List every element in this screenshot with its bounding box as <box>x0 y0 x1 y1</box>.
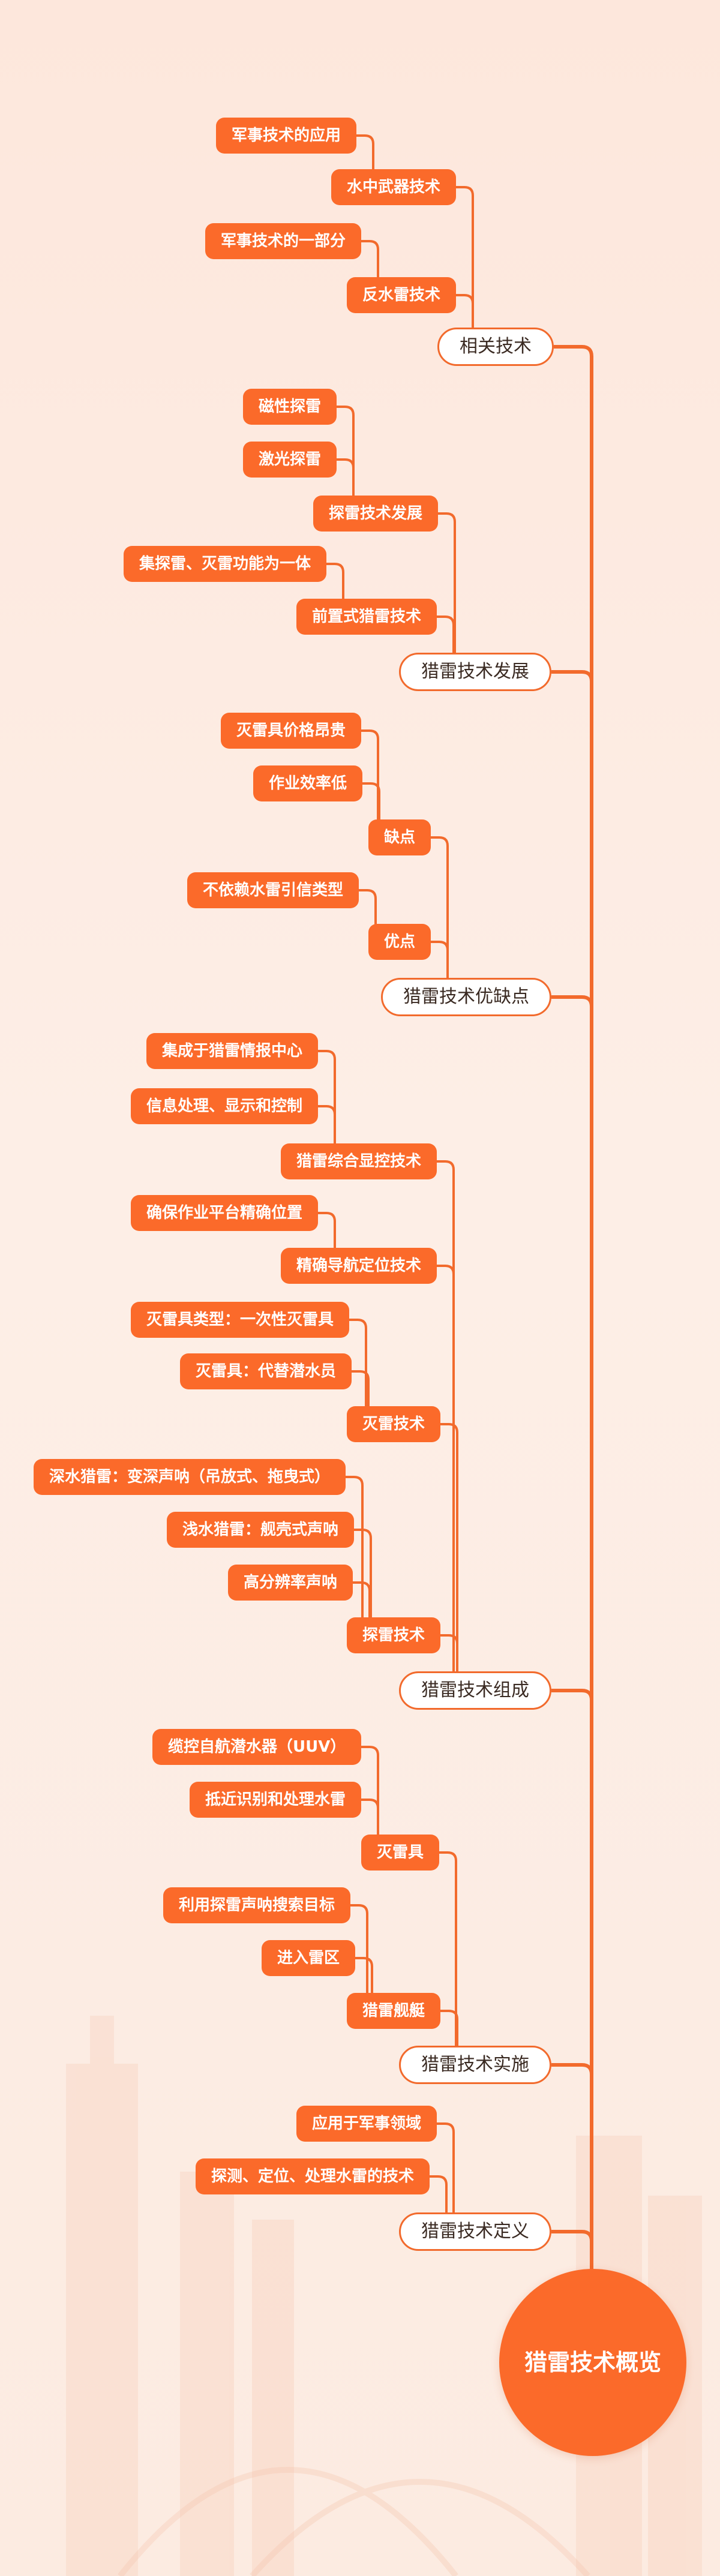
branch-composition[interactable]: 猎雷技术组成 <box>399 1671 551 1710</box>
branch-definition[interactable]: 猎雷技术定义 <box>399 2212 551 2251</box>
topic-minehunter-ship[interactable]: 猎雷舰艇 <box>347 1993 441 2029</box>
leaf-military-application[interactable]: 军事技术的应用 <box>216 118 357 154</box>
leaf-enter-minefield[interactable]: 进入雷区 <box>262 1940 356 1976</box>
connector-leaf-deep-water-sonar <box>344 1476 371 1637</box>
leaf-platform-position[interactable]: 确保作业平台精确位置 <box>131 1195 319 1231</box>
topic-detection-development[interactable]: 探雷技术发展 <box>313 496 439 532</box>
leaf-identify-dispose[interactable]: 抵近识别和处理水雷 <box>190 1782 362 1818</box>
topic-navigation[interactable]: 精确导航定位技术 <box>281 1248 437 1284</box>
topic-display-control[interactable]: 猎雷综合显控技术 <box>281 1143 437 1179</box>
leaf-military-part[interactable]: 军事技术的一部分 <box>205 223 362 259</box>
topic-anti-mine[interactable]: 反水雷技术 <box>347 277 457 313</box>
topic-disadvantages[interactable]: 缺点 <box>368 819 431 855</box>
leaf-integrated-function[interactable]: 集探雷、灭雷功能为一体 <box>124 546 327 582</box>
leaf-intel-center[interactable]: 集成于猎雷情报中心 <box>146 1033 319 1069</box>
leaf-fuse-independent[interactable]: 不依赖水雷引信类型 <box>187 872 359 908</box>
connector-branch-related-tech <box>554 345 593 2271</box>
connector-branch-definition <box>551 2230 593 2271</box>
leaf-info-processing[interactable]: 信息处理、显示和控制 <box>131 1088 319 1124</box>
leaf-deep-water-sonar[interactable]: 深水猎雷：变深声呐（吊放式、拖曳式） <box>34 1459 346 1495</box>
leaf-laser-detection[interactable]: 激光探雷 <box>243 442 337 478</box>
leaf-uuv[interactable]: 缆控自航潜水器（UUV） <box>152 1729 362 1765</box>
root-node[interactable]: 猎雷技术概览 <box>499 2269 686 2456</box>
connector-branch-development <box>551 670 593 2271</box>
branch-development[interactable]: 猎雷技术发展 <box>399 653 551 691</box>
leaf-military-field[interactable]: 应用于军事领域 <box>296 2106 437 2142</box>
leaf-sonar-search[interactable]: 利用探雷声呐搜索目标 <box>163 1887 351 1923</box>
leaf-expendable-disposal[interactable]: 灭雷具类型：一次性灭雷具 <box>131 1302 350 1338</box>
connector-topic-underwater-weapons <box>447 186 482 348</box>
branch-related-tech[interactable]: 相关技术 <box>437 328 554 366</box>
leaf-expensive[interactable]: 灭雷具价格昂贵 <box>221 713 362 749</box>
leaf-detect-locate-dispose[interactable]: 探测、定位、处理水雷的技术 <box>196 2158 430 2194</box>
leaf-low-efficiency[interactable]: 作业效率低 <box>253 765 363 801</box>
topic-underwater-weapons[interactable]: 水中武器技术 <box>331 169 457 205</box>
leaf-high-resolution-sonar[interactable]: 高分辨率声呐 <box>228 1565 353 1601</box>
branch-pros-cons[interactable]: 猎雷技术优缺点 <box>381 978 551 1016</box>
topic-advantages[interactable]: 优点 <box>368 924 431 960</box>
branch-implementation[interactable]: 猎雷技术实施 <box>399 2046 551 2084</box>
connector-branch-pros-cons <box>551 995 593 2271</box>
topic-mine-detection[interactable]: 探雷技术 <box>347 1617 441 1653</box>
connector-topic-detection-development <box>409 512 464 673</box>
leaf-magnetic-detection[interactable]: 磁性探雷 <box>243 389 337 425</box>
leaf-shallow-water-sonar[interactable]: 浅水猎雷：舰壳式声呐 <box>167 1512 355 1548</box>
topic-forward-hunting[interactable]: 前置式猎雷技术 <box>296 599 437 635</box>
leaf-replace-diver[interactable]: 灭雷具：代替潜水员 <box>180 1353 352 1389</box>
connector-branch-composition <box>551 1689 593 2271</box>
topic-mine-disposal[interactable]: 灭雷技术 <box>347 1406 441 1442</box>
connector-topic-disadvantages <box>391 836 457 998</box>
topic-disposal-vehicle[interactable]: 灭雷具 <box>361 1835 440 1871</box>
connector-branch-implementation <box>551 2063 593 2271</box>
